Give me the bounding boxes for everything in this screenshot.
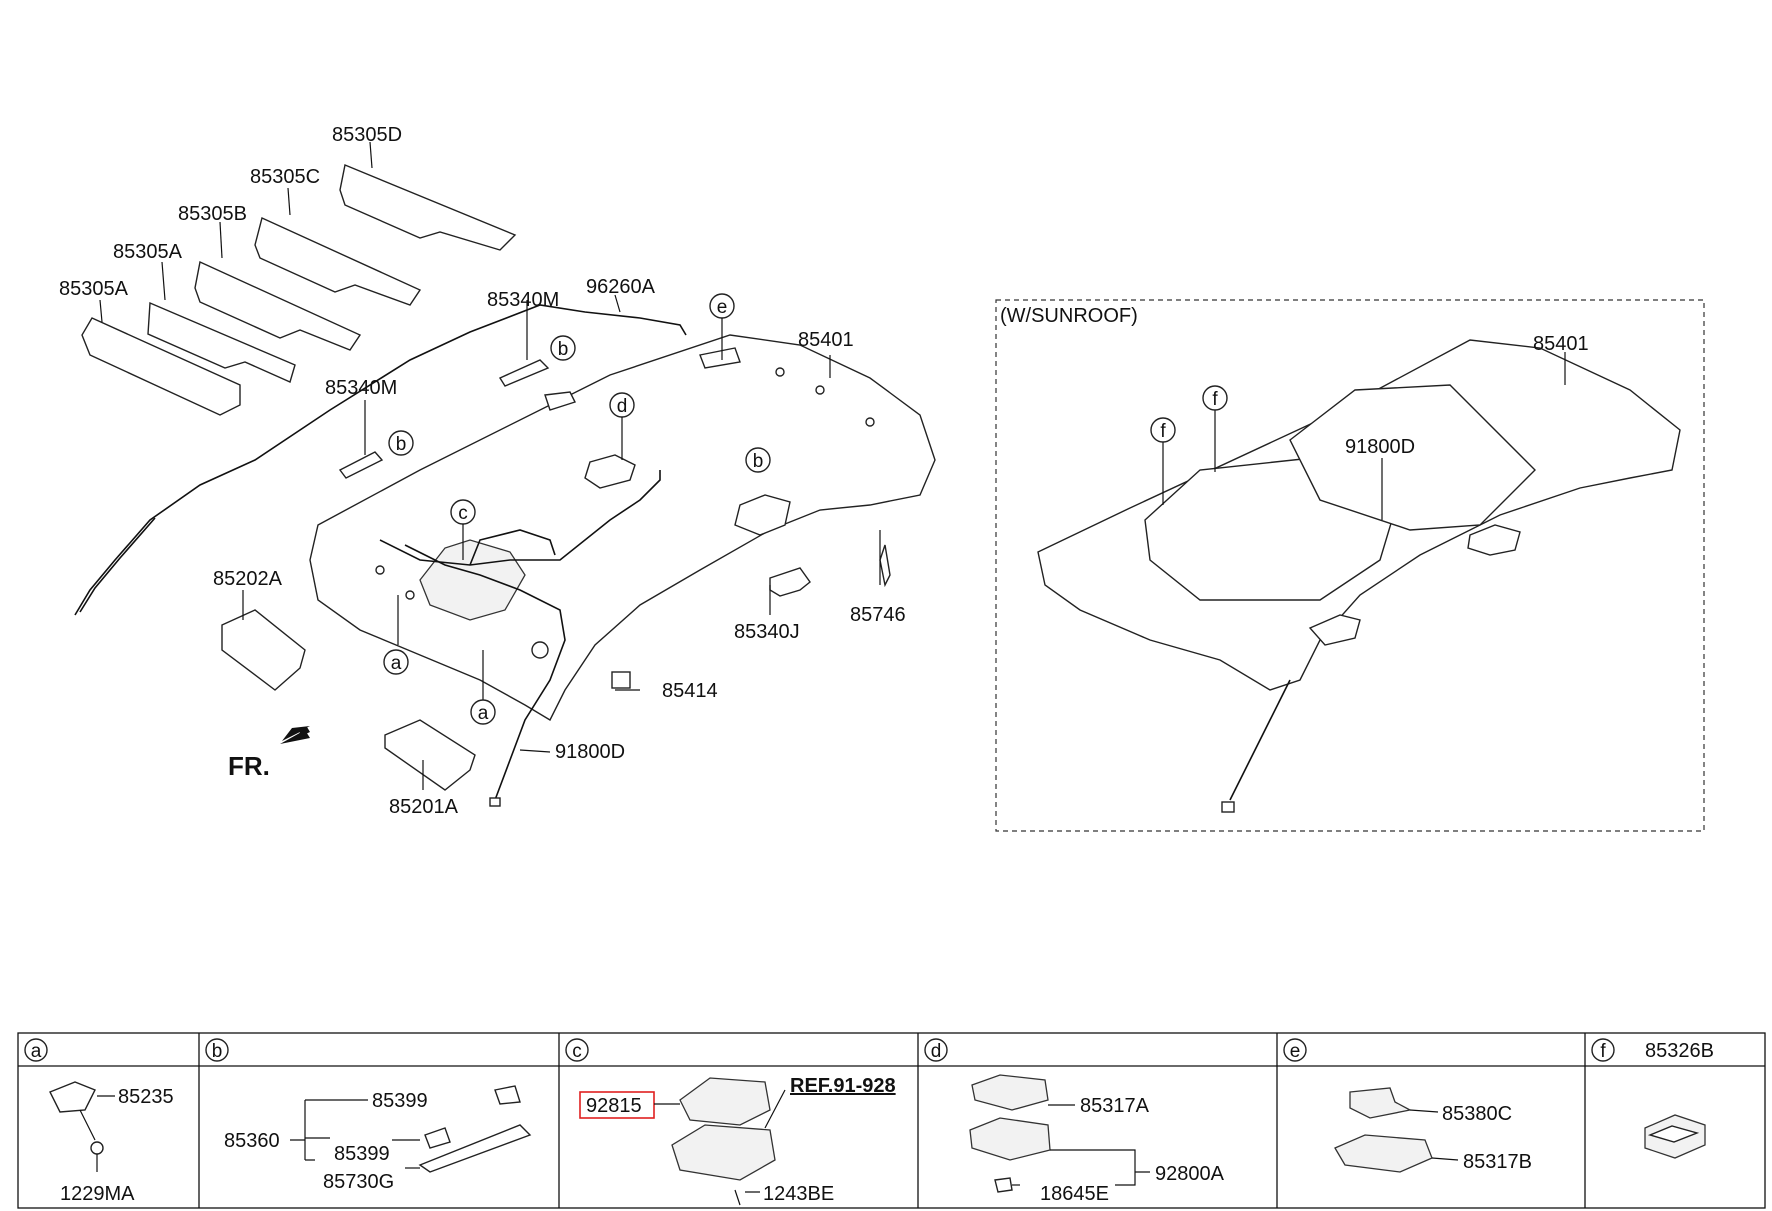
label-85305B: 85305B — [178, 203, 247, 225]
circle-letter-f: f — [1150, 417, 1176, 443]
circle-letter-a: a — [383, 649, 409, 675]
table-header-d: d — [924, 1038, 948, 1062]
svg-text:a: a — [478, 703, 489, 724]
circle-letter-e: e — [709, 293, 735, 319]
circle-letter-b: b — [388, 430, 414, 456]
table-header-b: b — [205, 1038, 229, 1062]
sun-visors — [221, 609, 476, 791]
svg-text:d: d — [617, 396, 628, 417]
circle-letter-b: b — [550, 335, 576, 361]
svg-text:f: f — [1160, 421, 1166, 442]
label-85746: 85746 — [850, 604, 906, 626]
label-91800D-sunroof: 91800D — [1345, 436, 1415, 458]
label-85340M: 85340M — [325, 377, 397, 399]
svg-text:d: d — [931, 1041, 942, 1062]
svg-text:b: b — [753, 451, 764, 472]
label-85399: 85399 — [334, 1143, 390, 1165]
sunroof-leaders — [1162, 352, 1566, 520]
circle-letter-b: b — [745, 447, 771, 473]
label-85340J: 85340J — [734, 621, 800, 643]
label-91800D: 91800D — [555, 741, 625, 763]
insulation-pads — [81, 164, 517, 416]
table-header-f: f — [1591, 1038, 1615, 1062]
circle-letter-f: f — [1202, 385, 1228, 411]
headlining-main — [309, 334, 936, 807]
table-header-e: e — [1283, 1038, 1307, 1062]
circled-letters: a a b b b c d e f f — [383, 293, 1228, 725]
front-label: FR. — [228, 751, 270, 781]
label-85235: 85235 — [118, 1086, 174, 1108]
grab-handles — [338, 359, 891, 689]
sunroof-inset-frame — [995, 299, 1705, 832]
svg-text:b: b — [396, 434, 407, 455]
front-direction-arrow — [280, 726, 310, 744]
label-18645E: 18645E — [1040, 1183, 1109, 1205]
label-85317B: 85317B — [1463, 1151, 1532, 1173]
label-85305D: 85305D — [332, 124, 402, 146]
label-85401-sunroof: 85401 — [1533, 333, 1589, 355]
label-85399: 85399 — [372, 1090, 428, 1112]
label-85201A: 85201A — [389, 796, 459, 818]
svg-text:c: c — [572, 1041, 582, 1062]
label-85414: 85414 — [662, 680, 718, 702]
roof-wire-96260A — [74, 294, 687, 616]
table-header-c: c — [565, 1038, 589, 1062]
label-85401: 85401 — [798, 329, 854, 351]
label-1229MA: 1229MA — [60, 1183, 135, 1205]
sunroof-inset-title: (W/SUNROOF) — [1000, 305, 1138, 327]
callout-labels: 85305D 85305C 85305B 85305A 85305A 85340… — [59, 124, 1589, 818]
table-headers: a b c d e f 85326B — [24, 1038, 1714, 1062]
circle-letter-c: c — [450, 499, 476, 525]
circle-letter-d: d — [609, 392, 635, 418]
pad-leaders — [99, 141, 373, 323]
svg-text:b: b — [212, 1041, 223, 1062]
svg-text:c: c — [458, 503, 468, 524]
svg-text:e: e — [717, 297, 728, 318]
label-1243BE: 1243BE — [763, 1183, 834, 1205]
label-85317A: 85317A — [1080, 1095, 1150, 1117]
label-85305C: 85305C — [250, 166, 320, 188]
table-sketches — [49, 1074, 1706, 1206]
svg-text:e: e — [1290, 1041, 1301, 1062]
label-85730G: 85730G — [323, 1171, 394, 1193]
parts-table — [17, 1032, 1766, 1209]
svg-text:a: a — [391, 653, 402, 674]
table-header-a: a — [24, 1038, 48, 1062]
main-leaders — [242, 300, 881, 790]
ref-91-928-link[interactable]: REF.91-928 — [790, 1075, 896, 1097]
label-85380C: 85380C — [1442, 1103, 1512, 1125]
headlining-sunroof — [1037, 339, 1681, 813]
svg-text:f: f — [1600, 1041, 1606, 1062]
label-85305A: 85305A — [59, 278, 129, 300]
table-header-f-part: 85326B — [1645, 1040, 1714, 1062]
circle-letter-a: a — [470, 699, 496, 725]
label-85305A: 85305A — [113, 241, 183, 263]
svg-text:a: a — [31, 1041, 42, 1062]
svg-text:b: b — [558, 339, 569, 360]
svg-text:f: f — [1212, 389, 1218, 410]
table-labels: 85235 1229MA 85360 85399 85399 85730G 92… — [60, 1075, 1532, 1205]
label-96260A: 96260A — [586, 276, 656, 298]
label-92815-highlighted: 92815 — [586, 1095, 642, 1117]
label-85340M: 85340M — [487, 289, 559, 311]
label-85360: 85360 — [224, 1130, 280, 1152]
label-92800A: 92800A — [1155, 1163, 1225, 1185]
label-85202A: 85202A — [213, 568, 283, 590]
